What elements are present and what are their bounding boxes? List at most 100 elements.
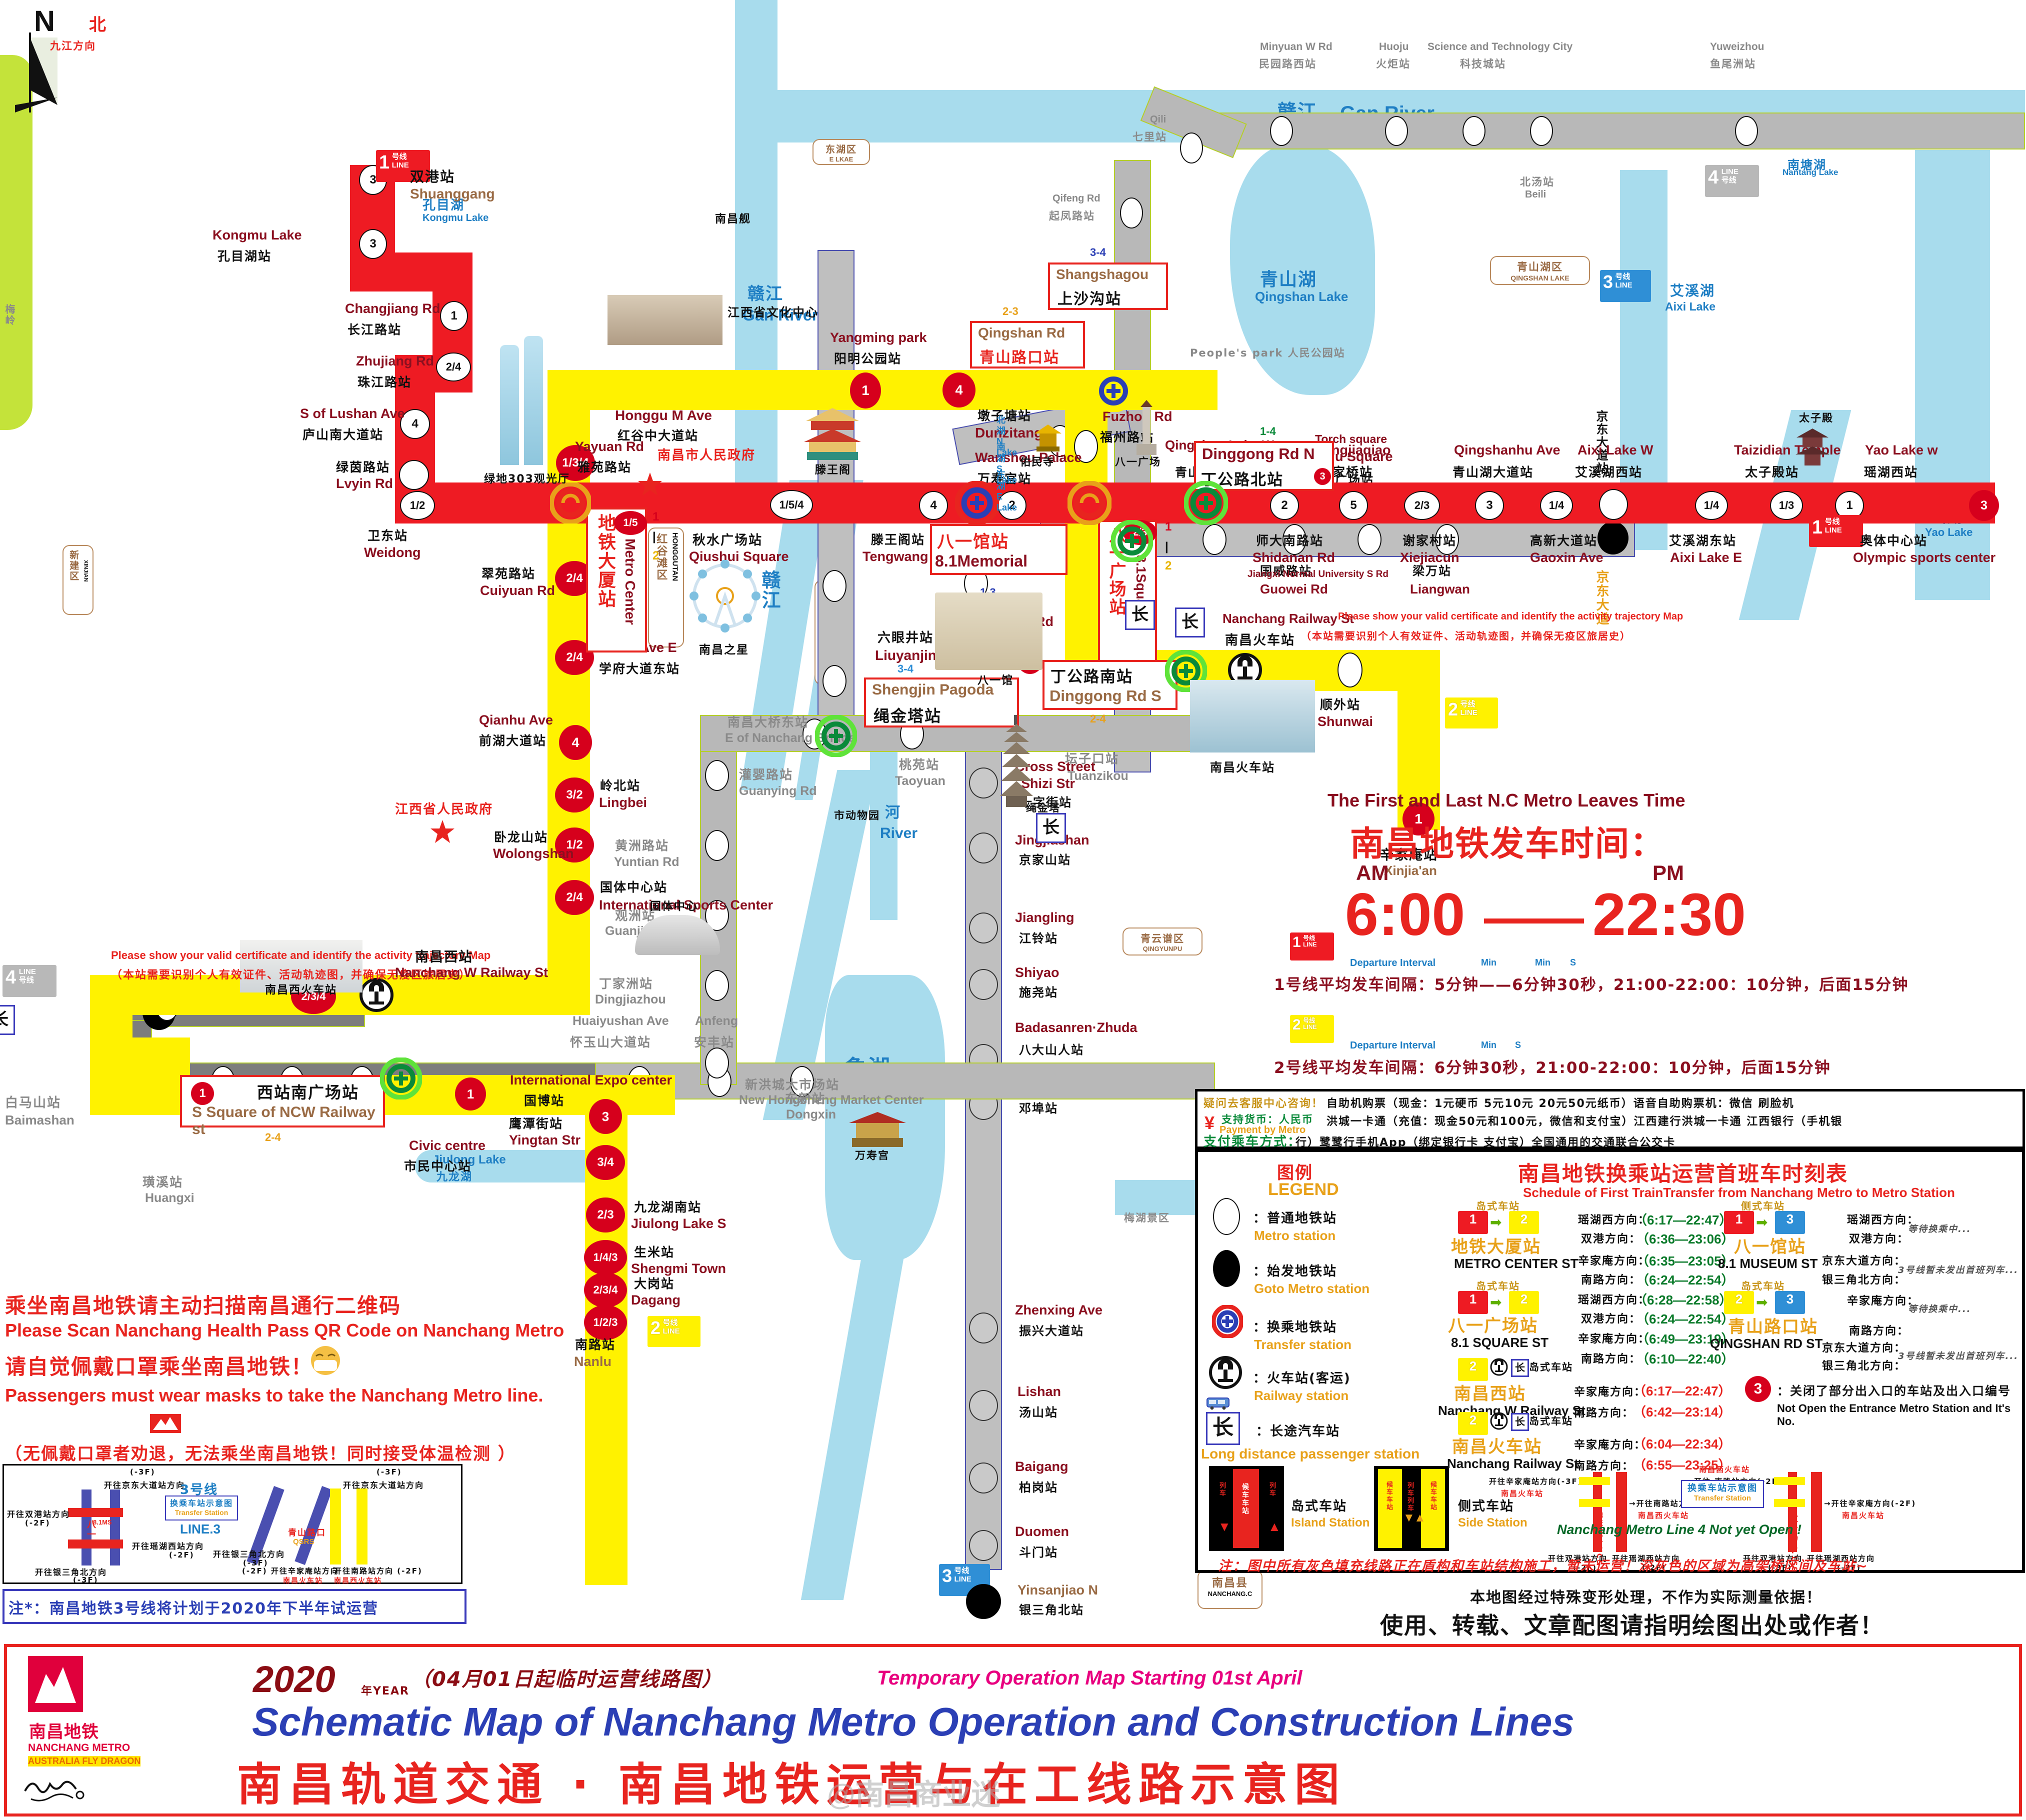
station-exit-shidanan[interactable]: 2 xyxy=(1270,491,1299,520)
station-exit-xinjiaan[interactable]: 1 xyxy=(1402,802,1434,836)
station-dot-yuweizhou[interactable] xyxy=(1735,116,1758,146)
station-box-dinggong-n[interactable]: Dinggong Rd N 丁公路北站 3 xyxy=(1194,441,1334,491)
sched-0-row2-time: （6:35—23:05） xyxy=(1636,1254,1734,1268)
station-exit-changjiang[interactable]: 1 xyxy=(440,301,468,331)
station-dot-zhenxing[interactable] xyxy=(969,1312,998,1344)
station-exit-wanshou[interactable]: 2 xyxy=(998,491,1026,520)
station-dot-dongxin[interactable] xyxy=(790,1066,814,1097)
station-dot-huoju-square[interactable] xyxy=(1358,524,1382,555)
station-dot-liuyanjing[interactable] xyxy=(822,570,846,602)
transfer-icon-metro-center[interactable] xyxy=(549,482,592,524)
station-dot-jiangling[interactable] xyxy=(969,912,998,944)
station-exit-ncw-s-square[interactable]: 1 xyxy=(191,1082,214,1105)
xfer-badge-box: 换乘车站示意图 Transfer Station xyxy=(1681,1480,1764,1508)
station-dot-dingjiazhou[interactable] xyxy=(705,970,729,1001)
station-exit-lushan-s[interactable]: 4 xyxy=(400,409,430,439)
station-exit-weidong[interactable]: 1/2 xyxy=(400,491,435,520)
station-box-81-memorial[interactable]: 八一馆站 8.1Memorial xyxy=(930,524,1068,575)
station-exit-intl-expo[interactable]: 1 xyxy=(455,1078,486,1110)
station-dot-baigang[interactable] xyxy=(969,1462,998,1494)
transfer-icon-shengjin[interactable] xyxy=(814,714,858,758)
departure-l1-text: 1号线平均发车间隔：5分钟——6分钟30秒，21:00-22:00：10分钟，后… xyxy=(1274,976,1909,994)
station-dot-shiyao[interactable] xyxy=(969,969,998,1000)
station-dot-qili[interactable] xyxy=(1180,132,1203,164)
station-dot-yinsanjiao-n[interactable] xyxy=(966,1584,1001,1619)
line4-badge-cn-2: 号线 xyxy=(18,976,34,984)
station-dot-qingshanlake-w[interactable] xyxy=(1202,524,1226,555)
station-exit-shengmi[interactable]: 1/4/3 xyxy=(584,1240,627,1275)
station-exit-qianhu[interactable]: 4 xyxy=(559,725,592,760)
station-dot-minyuan[interactable] xyxy=(1270,116,1293,146)
station-dot-qifeng[interactable] xyxy=(1120,198,1143,228)
station-box-dinggong-s[interactable]: 丁公路南站 Dinggong Rd S xyxy=(1042,660,1178,710)
station-exit-civic[interactable]: 3/4 xyxy=(586,1145,625,1180)
sched-5-name-cn: 南昌火车站 xyxy=(1452,1437,1542,1457)
station-dot-shizi[interactable] xyxy=(969,768,998,798)
station-exit-dinggong-n[interactable]: 3 xyxy=(1314,468,1331,485)
station-exit-tengwang[interactable]: 4 xyxy=(919,491,948,520)
station-dot-lishan[interactable] xyxy=(969,1390,998,1421)
line3-badge-num-2: 3 xyxy=(942,1566,952,1586)
station-dot-aixi-w[interactable] xyxy=(1599,489,1628,520)
station-box-qingshan-rd[interactable]: Qingshan Rd 青山路口站 xyxy=(970,321,1085,368)
station-label-shuanggang-cn: 双港站 xyxy=(410,168,456,185)
station-dot-yuntian[interactable] xyxy=(705,830,729,861)
station-exit-taizidian[interactable]: 1/3 xyxy=(1770,491,1803,520)
station-exit-metro-center[interactable]: 1/5 xyxy=(614,511,647,535)
station-exit-yingtan[interactable]: 3 xyxy=(589,1099,622,1134)
station-dot-3-shengjin[interactable] xyxy=(822,665,846,697)
station-label-dagang-cn: 大岗站 xyxy=(634,1276,675,1291)
station-dot-guowei[interactable] xyxy=(1282,524,1306,555)
transfer-icon-dinggong-s[interactable] xyxy=(1164,650,1208,692)
transfer-icon-ncw-square[interactable] xyxy=(380,1057,422,1100)
transfer-icon-qingshan-rd[interactable] xyxy=(1092,370,1135,412)
station-exit-qiushui[interactable]: 1/5/4 xyxy=(770,490,813,520)
xfer-d1-yellow2 xyxy=(1579,1499,1610,1507)
station-exit-aixi-e[interactable]: 1/4 xyxy=(1695,491,1728,520)
station-exit-wolongshan[interactable]: 1/2 xyxy=(555,828,594,862)
station-exit-kongmu[interactable]: 3 xyxy=(359,229,387,259)
station-box-ncw-s-square[interactable]: 西站南广场站 S Square of NCW Railway st 1 xyxy=(180,1075,385,1138)
l3d-a-left: 开往双港站方向 xyxy=(7,1510,70,1519)
station-exit-jiulong-s[interactable]: 2/3 xyxy=(586,1198,625,1232)
station-label-zhenxing-cn: 振兴大道站 xyxy=(1019,1324,1084,1338)
station-exit-nanlu[interactable]: 1/2/3 xyxy=(584,1305,627,1340)
station-exit-dagang[interactable]: 2/3/4 xyxy=(584,1272,627,1308)
sched-5-from-num: 2 xyxy=(1469,1412,1477,1428)
line1-badge-num-3: 1 xyxy=(1292,934,1301,950)
legend-item-1-en: Goto Metro station xyxy=(1254,1281,1370,1296)
station-dot-jingjiashan[interactable] xyxy=(969,832,998,864)
transfer-icon-81-square[interactable] xyxy=(1067,480,1112,526)
station-exit-intl-sports[interactable]: 2/4 xyxy=(555,880,594,915)
transfer-icon-shangshagou[interactable] xyxy=(1110,520,1154,562)
station-dot-newhongcheng[interactable] xyxy=(705,1048,729,1078)
station-box-shengjin[interactable]: Shengjin Pagoda 绳金塔站 xyxy=(864,678,1019,728)
station-exit-yao-lake-w[interactable]: 3 xyxy=(1969,490,1999,521)
station-dot-guanying[interactable] xyxy=(705,760,729,791)
transfer-icon-81-memorial[interactable] xyxy=(954,480,1000,526)
transfer-icon-dinggong-n[interactable] xyxy=(1184,480,1228,526)
station-label-huangxi-en: Huangxi xyxy=(145,1191,194,1205)
station-exit-yangming[interactable]: 1 xyxy=(850,372,881,408)
station-exit-xiejiacun[interactable]: 2/3 xyxy=(1404,491,1440,520)
station-dot-beili[interactable] xyxy=(1530,116,1553,146)
aixi-lake-en: Aixi Lake xyxy=(1665,300,1716,313)
station-exit-gaoxin[interactable]: 1/4 xyxy=(1540,491,1573,520)
station-dot-shunwai[interactable] xyxy=(1338,652,1362,688)
l3d-a-bottom-f: (-3F) xyxy=(73,1576,98,1584)
station-dot-huoju[interactable] xyxy=(1385,116,1408,146)
station-dot-lvyin[interactable] xyxy=(399,460,429,490)
station-exit-zhujiang[interactable]: 2/4 xyxy=(436,352,471,382)
station-dot-liangwan[interactable] xyxy=(1435,524,1459,555)
station-label-jiangling-cn: 江铃站 xyxy=(1019,932,1058,946)
station-box-shangshagou[interactable]: Shangshagou 上沙沟站 xyxy=(1048,262,1168,310)
station-exit-pengjiaqiao[interactable]: 5 xyxy=(1339,491,1368,520)
station-dot-sci-tech[interactable] xyxy=(1462,116,1486,146)
station-dot-fuzhou-rd[interactable] xyxy=(1074,430,1098,463)
station-exit-honggu-m-ave[interactable]: 4 xyxy=(942,372,976,408)
station-exit-lingbei[interactable]: 3/2 xyxy=(555,778,594,812)
station-dot-duomen[interactable] xyxy=(969,1530,998,1561)
station-exit-qingshanhu-ave[interactable]: 3 xyxy=(1475,491,1504,520)
station-label-guanying-en: Guanying Rd xyxy=(739,784,817,798)
station-exit-yayuan[interactable]: 1/3/4 xyxy=(556,445,595,481)
